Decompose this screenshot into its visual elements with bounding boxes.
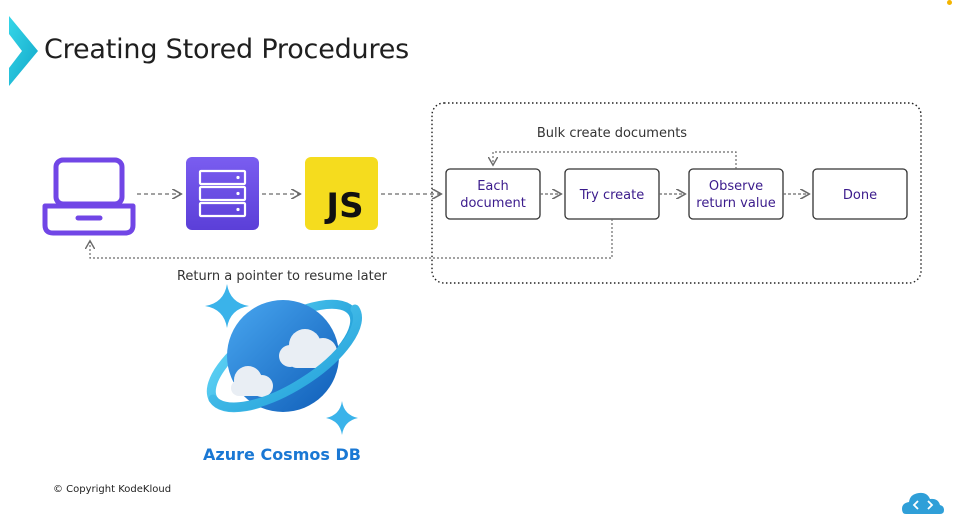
kodekloud-logo [902, 492, 944, 514]
group-label: Bulk create documents [537, 126, 687, 141]
step-observe-return-value: Observe return value [688, 168, 784, 220]
step-label: return value [696, 196, 775, 211]
azure-cosmos-db-logo [205, 284, 362, 435]
azure-cosmos-db-label: Azure Cosmos DB [203, 445, 361, 464]
step-try-create: Try create [564, 168, 660, 220]
bulk-create-group [431, 102, 922, 284]
return-label: Return a pointer to resume later [177, 269, 388, 284]
javascript-icon: JS [305, 157, 378, 230]
laptop-icon [42, 157, 136, 236]
step-label: Each [477, 179, 509, 194]
brand-chevron-icon [9, 16, 38, 86]
step-label: Try create [579, 188, 644, 203]
js-badge-text: JS [324, 186, 363, 226]
step-label: Observe [709, 179, 763, 194]
step-label: document [460, 196, 526, 211]
step-done: Done [812, 168, 908, 220]
step-label: Done [843, 188, 877, 203]
return-pointer-arrow [90, 219, 613, 259]
page-title: Creating Stored Procedures [44, 34, 410, 65]
loop-back-arrow [493, 151, 737, 169]
step-each-document: Each document [445, 168, 541, 220]
corner-dot-icon [947, 0, 952, 5]
copyright-text: © Copyright KodeKloud [53, 484, 172, 495]
server-icon [186, 157, 259, 230]
